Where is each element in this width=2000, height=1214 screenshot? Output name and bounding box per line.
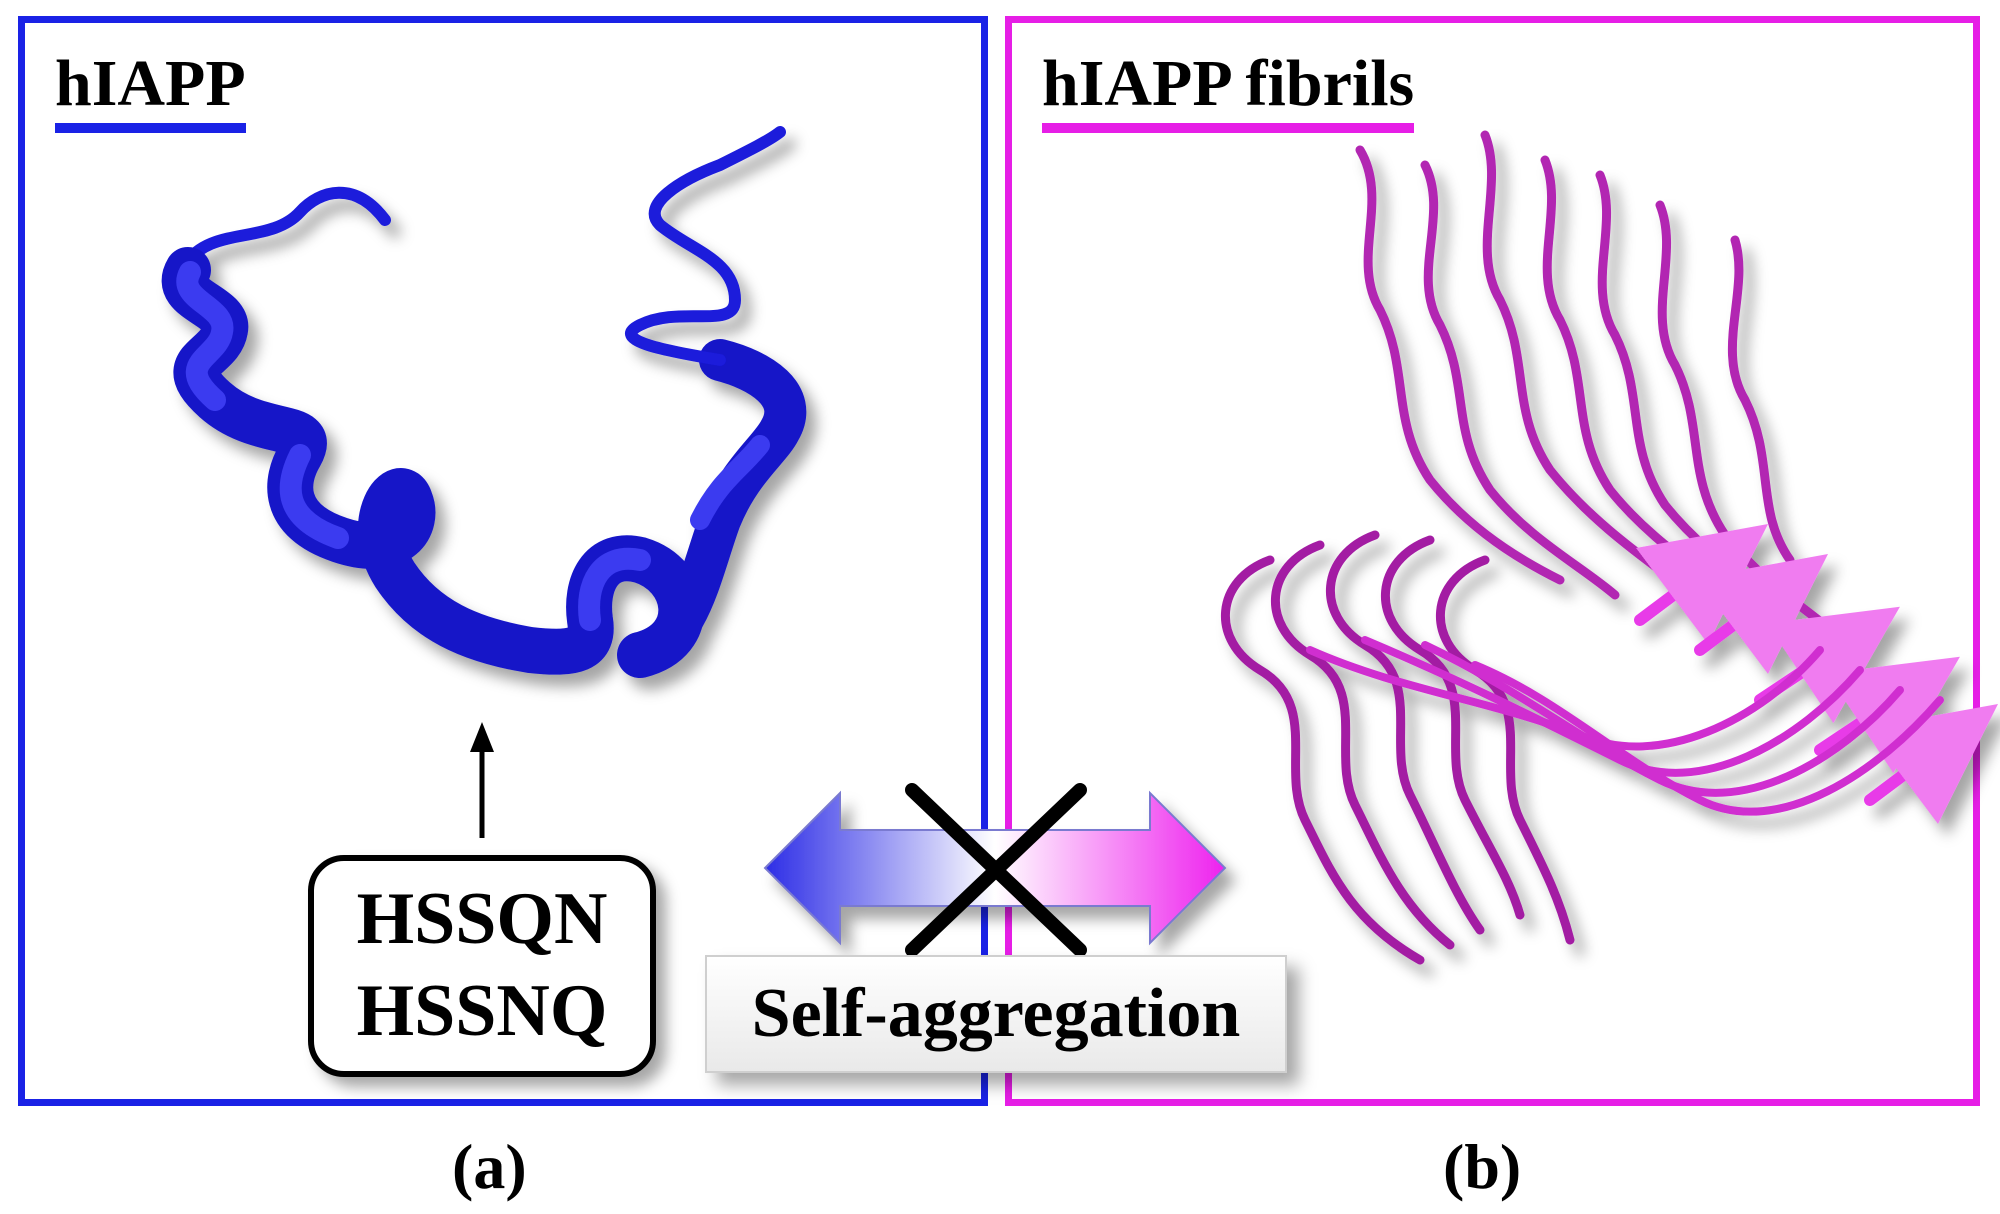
sequence-2: HSSNQ (356, 970, 608, 1052)
caption-a: (a) (452, 1131, 527, 1202)
sequence-1: HSSQN (356, 878, 608, 960)
self-aggregation-label-box: Self-aggregation (705, 955, 1287, 1073)
panel-a-title: hIAPP (55, 51, 246, 133)
caption-b: (b) (1443, 1131, 1522, 1202)
panel-b-title: hIAPP fibrils (1042, 51, 1415, 133)
hiapp-fibrils-structure (1221, 130, 1998, 965)
blocked-cross-icon (905, 783, 1087, 957)
sequence-box: HSSQN HSSNQ (308, 855, 656, 1077)
self-aggregation-label: Self-aggregation (751, 975, 1241, 1052)
hiapp-helix-structure (161, 126, 807, 678)
up-arrow-icon (470, 722, 494, 838)
